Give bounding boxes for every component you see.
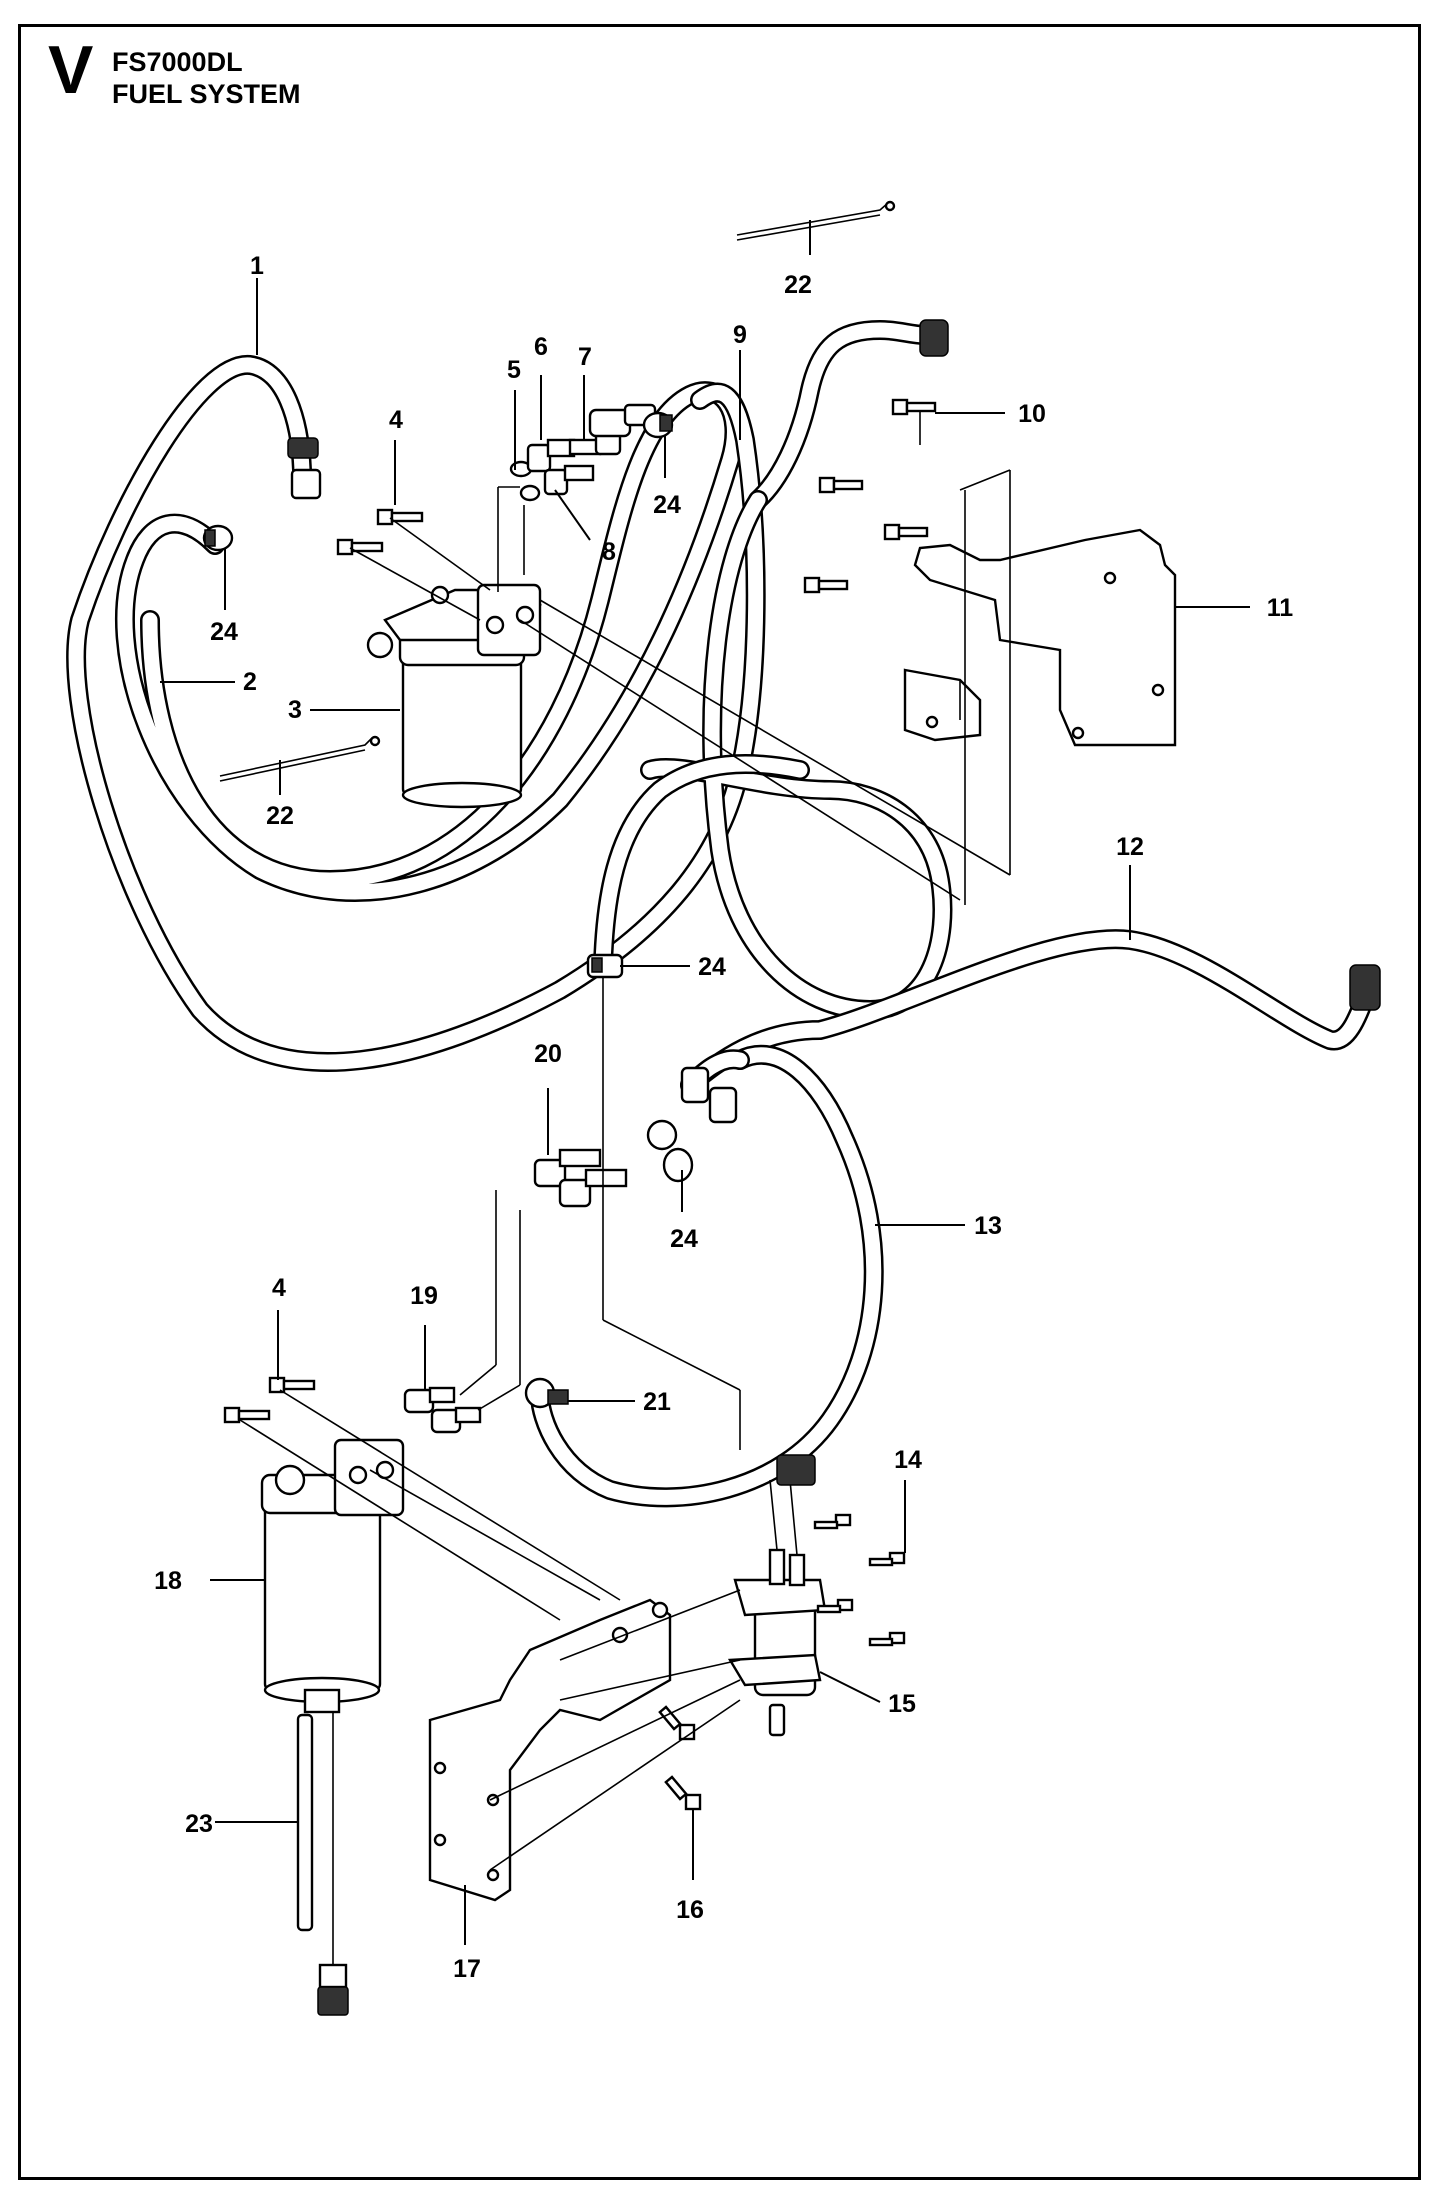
- callout-18: 18: [154, 1567, 182, 1595]
- bracket-17: [428, 1598, 672, 1902]
- water-sensor-tube-23: [296, 1712, 349, 2016]
- cable-tie-22-left: [219, 735, 381, 782]
- bracket-11: [903, 528, 1177, 747]
- callout-5: 5: [507, 356, 521, 384]
- bolt-4-upper-a: [376, 508, 424, 526]
- clamp-24-a: [202, 524, 234, 552]
- callout-2: 2: [243, 668, 257, 696]
- callout-13: 13: [974, 1212, 1002, 1240]
- callout-17: 17: [453, 1955, 481, 1983]
- bolt-11-c: [803, 576, 849, 594]
- fitting-7: [568, 430, 622, 456]
- bolt-14-a: [813, 1513, 852, 1530]
- callout-10: 10: [1018, 400, 1046, 428]
- bolt-14-b: [868, 1551, 906, 1567]
- callout-11: 11: [1267, 594, 1294, 622]
- section-letter: V: [48, 32, 94, 108]
- model-name: FS7000DL: [112, 47, 243, 77]
- callout-24-b: 24: [653, 491, 681, 519]
- clamp-24-c: [586, 953, 624, 979]
- fitting-20-b: [558, 1168, 628, 1208]
- callout-19: 19: [410, 1282, 438, 1310]
- fitting-top-right: [588, 403, 657, 438]
- fitting-8: [543, 464, 595, 496]
- callout-15: 15: [888, 1690, 916, 1718]
- bolt-14-d: [868, 1631, 906, 1647]
- callout-4-lower: 4: [272, 1274, 286, 1302]
- bolt-14-c: [816, 1598, 854, 1614]
- fuel-hose-1: [66, 354, 766, 1072]
- callouts: 1 2 3 4 4 5 6 7 8 9 10 11 12 13 14 15 16…: [154, 252, 1293, 1983]
- callout-6: 6: [534, 333, 548, 361]
- callout-24-d: 24: [670, 1225, 698, 1253]
- fuel-filter-lower: [260, 1438, 405, 1714]
- bolt-10: [891, 398, 937, 416]
- fuel-hose-return: [593, 754, 810, 975]
- bolt-11-b: [883, 523, 929, 541]
- hose-end-12: [1349, 964, 1381, 1011]
- clamps: [202, 411, 694, 1183]
- fitting-20-a: [533, 1148, 602, 1188]
- bolt-11-a: [818, 476, 864, 494]
- hose-stubs-13: [680, 1066, 738, 1124]
- callout-24-a: 24: [210, 618, 238, 646]
- callout-14: 14: [894, 1446, 922, 1474]
- callout-21: 21: [643, 1388, 671, 1416]
- callout-23: 23: [185, 1810, 213, 1838]
- callout-3: 3: [288, 696, 302, 724]
- fuel-hose-9: [640, 320, 953, 1020]
- clip-21: [524, 1377, 569, 1409]
- hose-end-1: [287, 437, 322, 500]
- callout-16: 16: [676, 1896, 704, 1924]
- callout-12: 12: [1116, 833, 1144, 861]
- bolt-16-a: [658, 1705, 696, 1741]
- fitting-19-b: [430, 1406, 482, 1434]
- callout-1: 1: [250, 252, 264, 280]
- bolt-4-lower-a: [268, 1376, 316, 1394]
- fuel-hose-13: [530, 1044, 884, 1508]
- callout-22-top: 22: [784, 271, 812, 299]
- fitting-19-a: [403, 1386, 456, 1414]
- assembly-lines: [239, 410, 1011, 1871]
- fuel-filter-upper: [366, 583, 542, 809]
- callout-7: 7: [578, 343, 592, 371]
- hose-end-9: [919, 319, 949, 357]
- bolt-4-upper-b: [336, 538, 384, 556]
- title-block: FS7000DL FUEL SYSTEM: [112, 46, 301, 110]
- callout-24-c: 24: [698, 953, 726, 981]
- bolt-4-lower-b: [223, 1406, 271, 1424]
- fuel-hose-12: [680, 929, 1380, 1095]
- diagram-frame: [18, 24, 1421, 2180]
- bolts: [223, 398, 937, 1811]
- bolt-16-b: [664, 1775, 702, 1811]
- fittings: [287, 319, 1381, 1434]
- fuel-pump-15: [727, 1454, 827, 1737]
- cable-tie-22-top: [736, 200, 896, 241]
- callout-4-upper: 4: [389, 406, 403, 434]
- callout-8: 8: [602, 538, 616, 566]
- section-title: FUEL SYSTEM: [112, 79, 301, 109]
- clamp-24-b: [642, 411, 674, 439]
- fuel-hose-2: [114, 381, 745, 903]
- callout-22-left: 22: [266, 802, 294, 830]
- callout-9: 9: [733, 321, 747, 349]
- leader-lines: [160, 220, 1250, 1945]
- callout-20: 20: [534, 1040, 562, 1068]
- clamp-24-d: [646, 1119, 694, 1183]
